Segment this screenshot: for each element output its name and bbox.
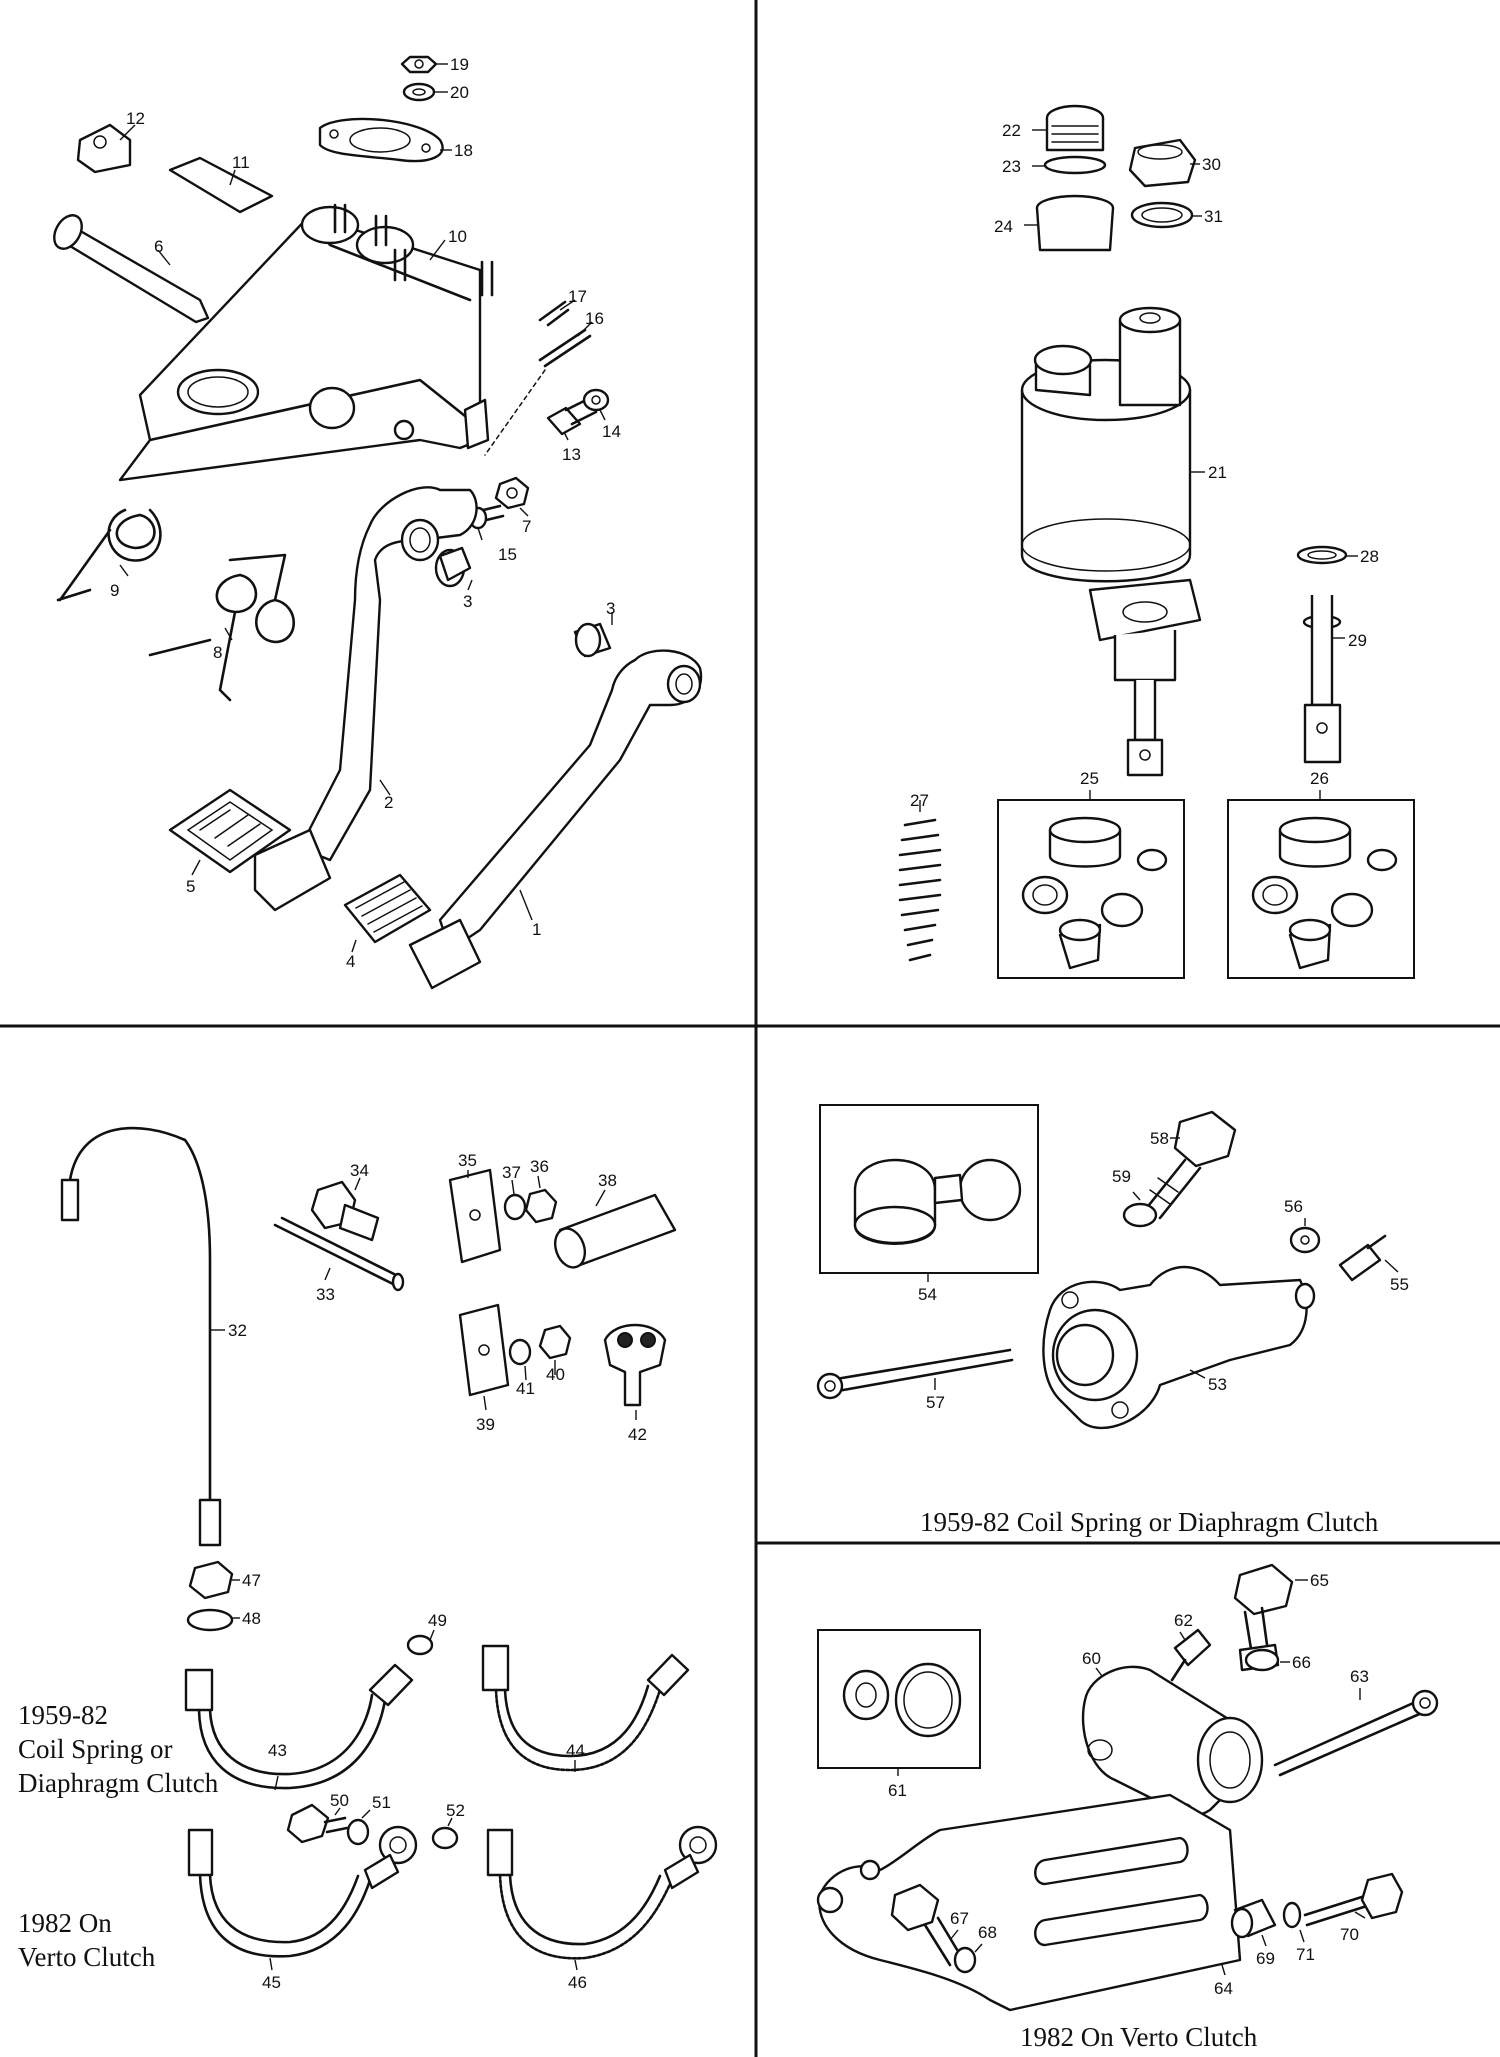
callout-16: 16 xyxy=(585,309,604,328)
callout-3b: 3 xyxy=(606,599,615,618)
callout-41: 41 xyxy=(516,1379,535,1398)
callout-47: 47 xyxy=(242,1571,261,1590)
callout-7: 7 xyxy=(522,517,531,536)
callout-39: 39 xyxy=(476,1415,495,1434)
callout-8: 8 xyxy=(213,643,222,662)
caption-hoses-verto-line1: 1982 On xyxy=(18,1908,112,1938)
callout-71: 71 xyxy=(1296,1945,1315,1964)
callout-68: 68 xyxy=(978,1923,997,1942)
callout-38: 38 xyxy=(598,1171,617,1190)
callout-54: 54 xyxy=(918,1285,937,1304)
callout-51: 51 xyxy=(372,1793,391,1812)
pipes-and-hoses xyxy=(60,1126,718,1960)
callout-19: 19 xyxy=(450,55,469,74)
callout-70: 70 xyxy=(1340,1925,1359,1944)
callout-30: 30 xyxy=(1202,155,1221,174)
master-cylinder-assembly xyxy=(898,104,1415,979)
callout-42: 42 xyxy=(628,1425,647,1444)
callout-13: 13 xyxy=(562,445,581,464)
callout-46: 46 xyxy=(568,1973,587,1992)
callout-67: 67 xyxy=(950,1909,969,1928)
caption-verto-slave: 1982 On Verto Clutch xyxy=(1020,2022,1258,2052)
callout-32: 32 xyxy=(228,1321,247,1340)
slave-cylinder-coil-spring xyxy=(816,1104,1387,1430)
slave-cylinder-verto xyxy=(816,1563,1439,2012)
callout-20: 20 xyxy=(450,83,469,102)
callout-15: 15 xyxy=(498,545,517,564)
caption-coil-spring-slave: 1959-82 Coil Spring or Diaphragm Clutch xyxy=(920,1507,1379,1537)
callout-29: 29 xyxy=(1348,631,1367,650)
callout-48: 48 xyxy=(242,1609,261,1628)
callout-55: 55 xyxy=(1390,1275,1409,1294)
callout-28: 28 xyxy=(1360,547,1379,566)
seal-kit-26 xyxy=(1251,816,1398,970)
callout-64: 64 xyxy=(1214,1979,1233,1998)
callout-2: 2 xyxy=(384,793,393,812)
callout-leaders xyxy=(119,63,1399,1976)
captions: 1959-82 Coil Spring or Diaphragm Clutch … xyxy=(18,1507,1379,2052)
callout-58: 58 xyxy=(1150,1129,1169,1148)
callout-4: 4 xyxy=(346,952,355,971)
callout-26: 26 xyxy=(1310,769,1329,788)
callout-63: 63 xyxy=(1350,1667,1369,1686)
caption-hoses-coil-line2: Coil Spring or xyxy=(18,1734,173,1764)
callout-56: 56 xyxy=(1284,1197,1303,1216)
callout-23: 23 xyxy=(1002,157,1021,176)
callout-49: 49 xyxy=(428,1611,447,1630)
callout-60: 60 xyxy=(1082,1649,1101,1668)
callout-62: 62 xyxy=(1174,1611,1193,1630)
caption-hoses-coil-line3: Diaphragm Clutch xyxy=(18,1768,219,1798)
callout-45: 45 xyxy=(262,1973,281,1992)
callout-1: 1 xyxy=(532,920,541,939)
callout-6: 6 xyxy=(154,237,163,256)
callout-59: 59 xyxy=(1112,1167,1131,1186)
callout-22: 22 xyxy=(1002,121,1021,140)
callout-36: 36 xyxy=(530,1157,549,1176)
callout-44: 44 xyxy=(566,1741,585,1760)
callout-52: 52 xyxy=(446,1801,465,1820)
callout-18: 18 xyxy=(454,141,473,160)
seal-kit-25 xyxy=(1021,816,1168,970)
callout-37: 37 xyxy=(502,1163,521,1182)
callout-69: 69 xyxy=(1256,1949,1275,1968)
callout-66: 66 xyxy=(1292,1653,1311,1672)
callout-43: 43 xyxy=(268,1741,287,1760)
caption-hoses-verto-line2: Verto Clutch xyxy=(18,1942,156,1972)
callout-61: 61 xyxy=(888,1781,907,1800)
callout-33: 33 xyxy=(316,1285,335,1304)
callout-14: 14 xyxy=(602,422,621,441)
callout-10: 10 xyxy=(448,227,467,246)
pedal-box-assembly xyxy=(53,55,703,990)
callout-65: 65 xyxy=(1310,1571,1329,1590)
callout-34: 34 xyxy=(350,1161,369,1180)
callout-5: 5 xyxy=(186,877,195,896)
callout-3a: 3 xyxy=(463,592,472,611)
callout-50: 50 xyxy=(330,1791,349,1810)
callout-24: 24 xyxy=(994,217,1013,236)
callout-35: 35 xyxy=(458,1151,477,1170)
callout-9: 9 xyxy=(110,581,119,600)
callout-57: 57 xyxy=(926,1393,945,1412)
callout-numbers: 1 2 3 3 4 5 6 7 8 9 10 11 12 13 14 15 16… xyxy=(110,55,1409,1998)
callout-40: 40 xyxy=(546,1365,565,1384)
callout-11: 11 xyxy=(232,153,250,172)
caption-hoses-coil-line1: 1959-82 xyxy=(18,1700,108,1730)
callout-17: 17 xyxy=(568,287,587,306)
callout-25: 25 xyxy=(1080,769,1099,788)
callout-21: 21 xyxy=(1208,463,1227,482)
callout-53: 53 xyxy=(1208,1375,1227,1394)
callout-12: 12 xyxy=(126,109,145,128)
callout-27: 27 xyxy=(910,791,929,810)
callout-31: 31 xyxy=(1204,207,1223,226)
